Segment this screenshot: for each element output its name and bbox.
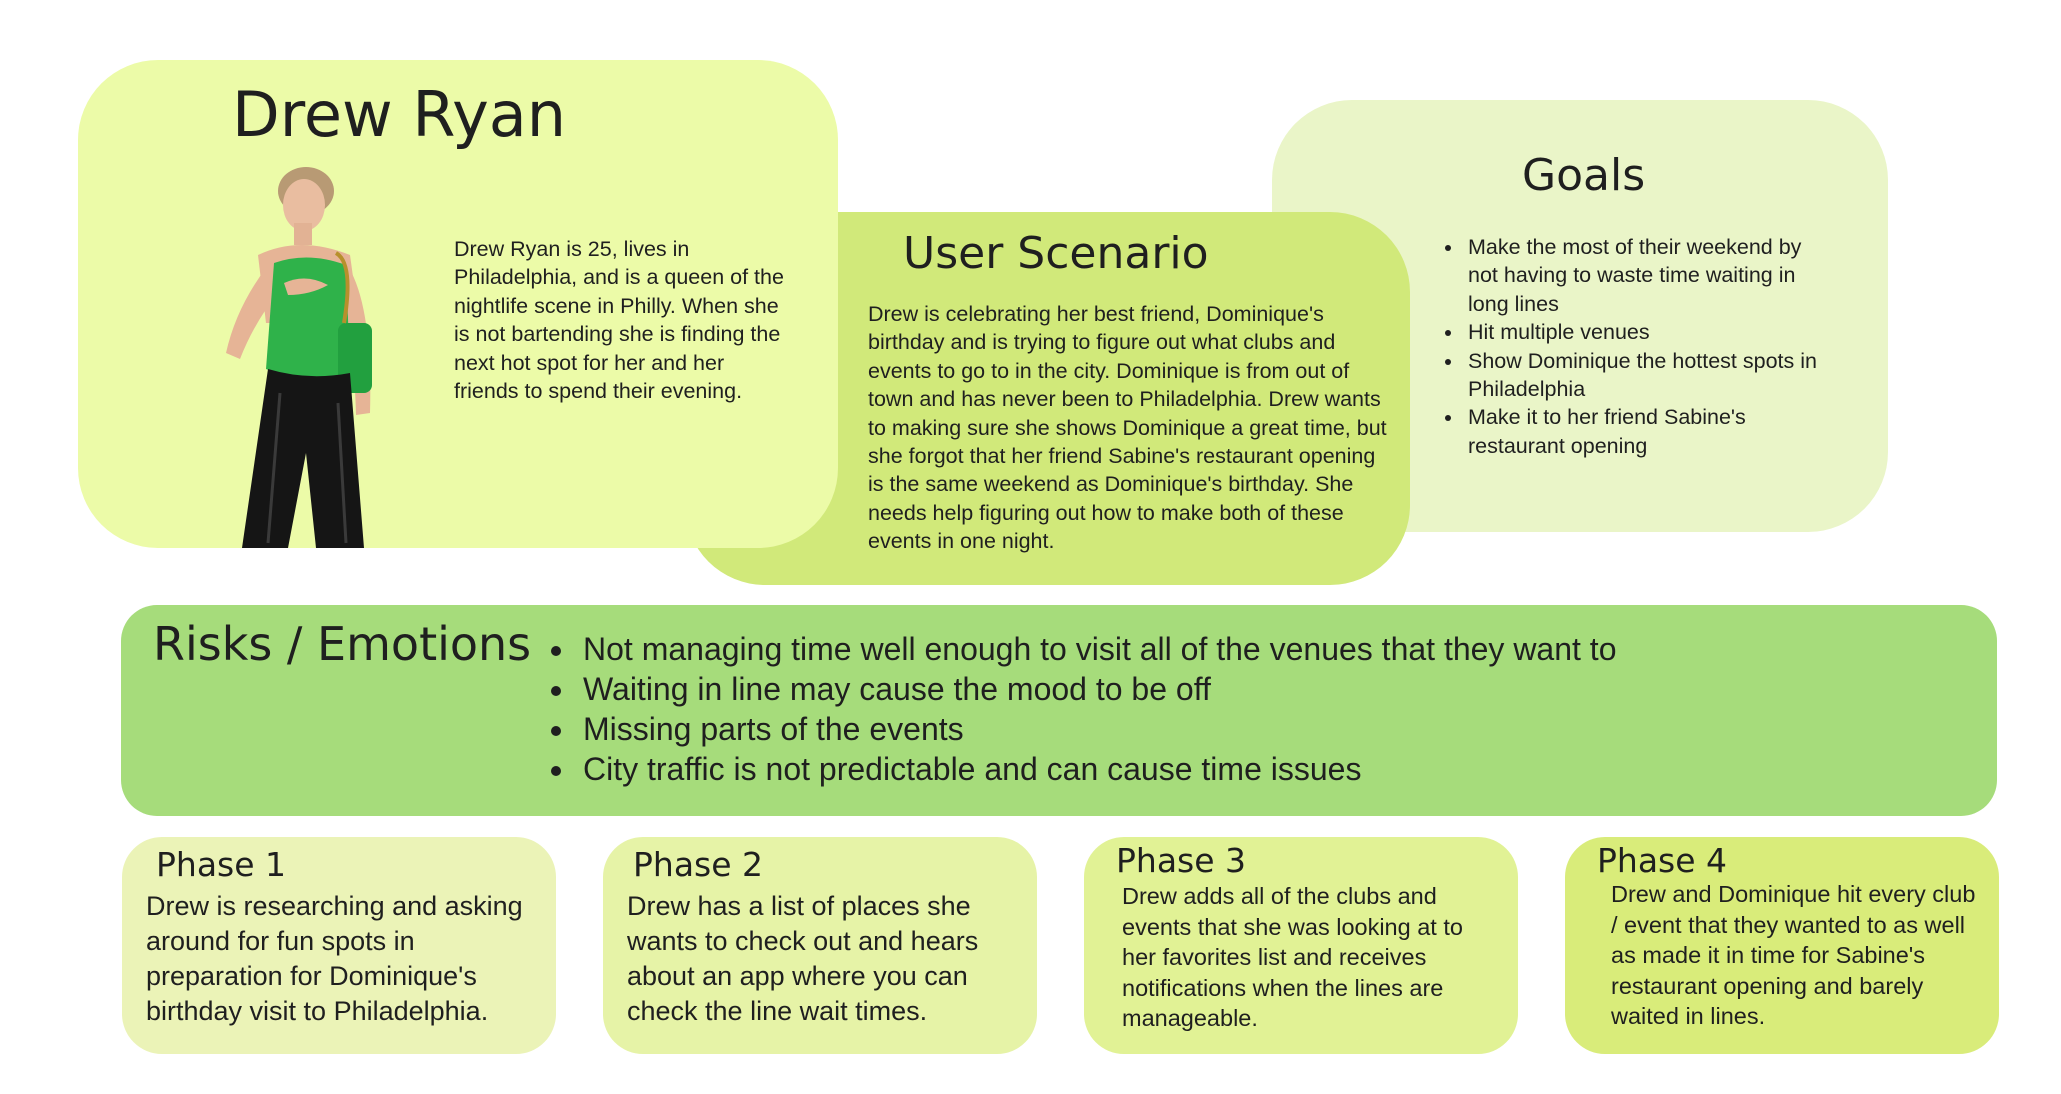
- phase-1-card: Phase 1 Drew is researching and asking a…: [122, 837, 556, 1054]
- phase-2-card: Phase 2 Drew has a list of places she wa…: [603, 837, 1037, 1054]
- phase-3-title: Phase 3: [1116, 841, 1247, 880]
- phase-1-text: Drew is researching and asking around fo…: [146, 891, 523, 1027]
- persona-photo: [226, 167, 372, 548]
- phase-3-card: Phase 3 Drew adds all of the clubs and e…: [1084, 837, 1518, 1054]
- goals-title: Goals: [1522, 150, 1646, 201]
- persona-bio: Drew Ryan is 25, lives in Philadelphia, …: [454, 237, 784, 403]
- phase-3-text: Drew adds all of the clubs and events th…: [1122, 883, 1463, 1032]
- risk-item: Not managing time well enough to visit a…: [577, 629, 1616, 669]
- user-scenario-title: User Scenario: [903, 228, 1209, 279]
- phase-1-title: Phase 1: [156, 845, 287, 884]
- phase-4-title: Phase 4: [1597, 841, 1728, 880]
- risk-item: City traffic is not predictable and can …: [577, 749, 1616, 789]
- risks-emotions-card: Risks / Emotions Not managing time well …: [121, 605, 1997, 816]
- risk-item: Waiting in line may cause the mood to be…: [577, 669, 1616, 709]
- phase-4-text: Drew and Dominique hit every club / even…: [1611, 881, 1976, 1030]
- persona-card: Drew Ryan Drew Ryan is 25, lives in Phil…: [78, 60, 838, 548]
- goal-item: Make it to her friend Sabine's restauran…: [1464, 403, 1824, 460]
- phase-4-card: Phase 4 Drew and Dominique hit every clu…: [1565, 837, 1999, 1054]
- phase-2-title: Phase 2: [633, 845, 764, 884]
- risks-emotions-title: Risks / Emotions: [153, 617, 532, 671]
- risks-list: Not managing time well enough to visit a…: [551, 629, 1616, 789]
- phase-2-text: Drew has a list of places she wants to c…: [627, 891, 979, 1027]
- persona-name: Drew Ryan: [232, 78, 567, 151]
- goal-item: Make the most of their weekend by not ha…: [1464, 233, 1824, 318]
- goal-item: Hit multiple venues: [1464, 318, 1824, 346]
- goal-item: Show Dominique the hottest spots in Phil…: [1464, 347, 1824, 404]
- goals-list: Make the most of their weekend by not ha…: [1442, 233, 1824, 460]
- risk-item: Missing parts of the events: [577, 709, 1616, 749]
- user-scenario-text: Drew is celebrating her best friend, Dom…: [868, 302, 1387, 553]
